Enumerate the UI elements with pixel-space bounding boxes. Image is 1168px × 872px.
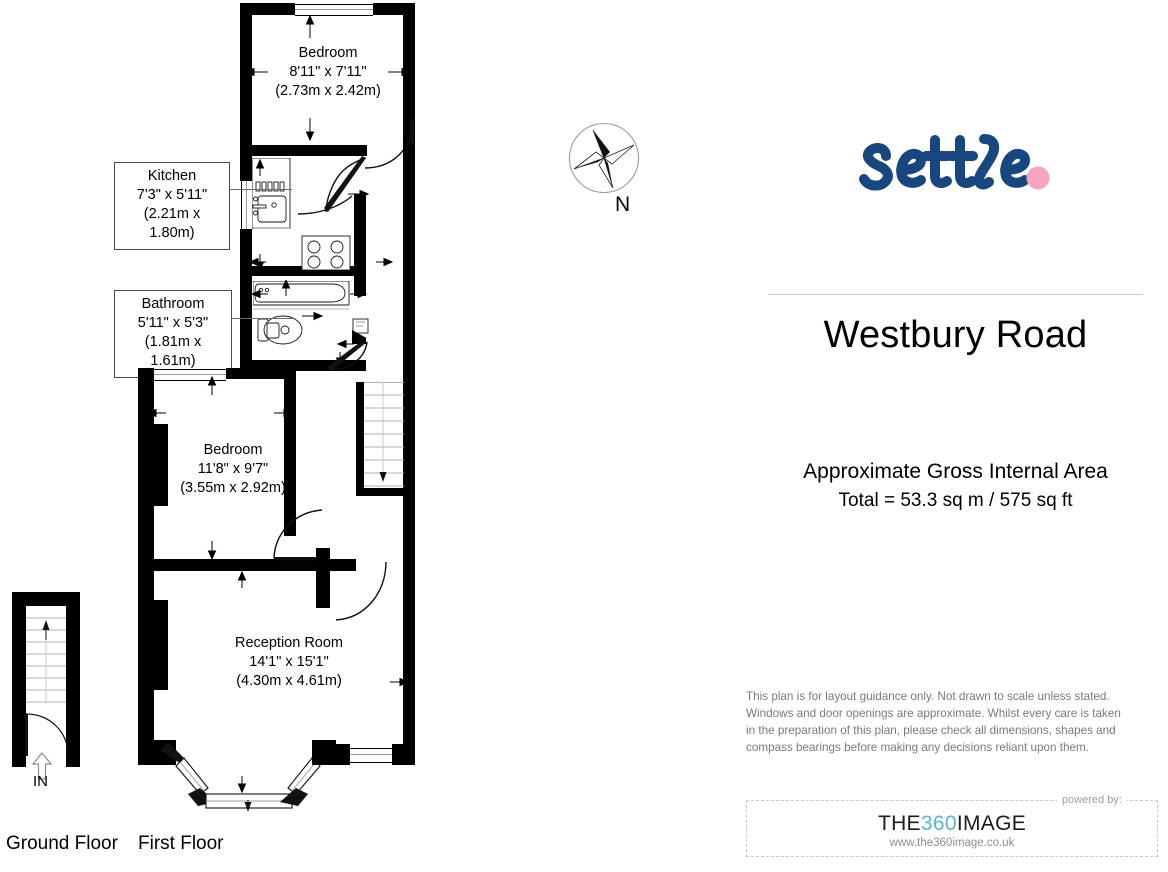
area-total: Total = 53.3 sq m / 575 sq ft — [838, 490, 1073, 511]
bay-window — [160, 742, 336, 812]
room-label-bedroom-1: Bedroom 8'11" x 7'11" (2.73m x 2.42m) — [275, 45, 381, 100]
brand-number: 360 — [920, 812, 957, 835]
window — [295, 4, 373, 16]
the360image-url[interactable]: www.the360image.co.uk — [889, 837, 1015, 849]
powered-by-box — [746, 800, 1158, 857]
wall-segment — [66, 753, 80, 767]
floor-label-ground: Ground Floor — [6, 833, 118, 854]
compass-north-label: N — [615, 193, 631, 216]
callout-leader-line — [230, 189, 292, 190]
window — [154, 369, 226, 381]
wall-segment — [240, 229, 252, 271]
disclaimer-line: Windows and door openings are approximat… — [746, 706, 1121, 720]
window-mullion — [295, 9, 373, 10]
door-swing — [324, 156, 367, 213]
room-callout-kitchen: Kitchen 7'3" x 5'11" (2.21m x 1.80m) — [114, 162, 230, 250]
wall-segment — [392, 744, 415, 765]
entrance-door-swing — [25, 713, 69, 756]
window-mullion — [246, 181, 247, 229]
chimney-breast — [138, 600, 168, 690]
wall-segment — [12, 592, 26, 767]
staircase-first-floor — [364, 382, 404, 487]
window-mullion — [154, 374, 226, 375]
kitchen-fixtures — [252, 158, 351, 270]
wall-segment — [403, 145, 415, 765]
wall-segment — [312, 740, 336, 765]
disclaimer-line: This plan is for layout guidance only. N… — [746, 690, 1110, 703]
entrance-label: IN — [33, 773, 48, 790]
door-swing — [273, 509, 330, 561]
disclaimer-line: compass bearings before making any decis… — [746, 740, 1090, 754]
brand-prefix: THE — [877, 812, 921, 835]
room-label-reception-room: Reception Room 14'1" x 15'1" (4.30m x 4.… — [235, 635, 343, 690]
wall-segment — [356, 488, 404, 496]
door-swing — [364, 119, 414, 169]
property-title: Westbury Road — [823, 314, 1088, 356]
wall-segment — [356, 382, 364, 496]
dimension-arrows — [148, 570, 410, 794]
wall-segment — [240, 266, 366, 276]
compass-rose — [568, 122, 640, 194]
wall-segment — [240, 155, 252, 181]
chimney-breast — [138, 424, 168, 506]
dimension-arrows — [146, 375, 294, 561]
panel-divider — [768, 294, 1143, 295]
dimension-arrows — [250, 280, 368, 366]
room-label-bedroom-2: Bedroom 11'8" x 9'7" (3.55m x 2.92m) — [180, 442, 286, 497]
wall-segment — [354, 194, 366, 272]
powered-by-caption: powered by: — [1057, 794, 1127, 806]
floor-label-first: First Floor — [138, 833, 224, 854]
staircase-ground-floor — [26, 617, 66, 704]
area-heading: Approximate Gross Internal Area — [803, 460, 1108, 483]
entrance-arrow-icon — [31, 752, 53, 780]
wall-segment — [240, 360, 366, 371]
dimension-arrows — [248, 158, 394, 272]
the360image-wordmark: THE360IMAGE — [746, 812, 1158, 836]
settle-logo — [855, 130, 1070, 210]
wall-segment — [354, 276, 366, 296]
wall-segment — [403, 3, 415, 145]
wall-segment — [240, 271, 252, 371]
wall-segment — [349, 145, 367, 156]
window — [350, 748, 403, 763]
wall-segment — [332, 744, 350, 765]
wall-segment — [12, 753, 26, 767]
callout-leader-line — [232, 318, 294, 319]
wall-segment — [226, 368, 284, 379]
brand-suffix: IMAGE — [956, 812, 1027, 835]
door-swing — [335, 561, 387, 621]
wall-segment — [66, 592, 80, 767]
dimension-arrows — [244, 14, 412, 142]
wall-segment — [284, 368, 296, 536]
the360image-logo[interactable]: THE360IMAGE — [746, 812, 1158, 838]
wall-segment — [316, 559, 356, 571]
window-mullion — [350, 754, 403, 755]
door-swing — [297, 195, 353, 215]
wall-segment — [240, 145, 367, 156]
wall-segment — [240, 3, 252, 155]
disclaimer-text: This plan is for layout guidance only. N… — [746, 689, 1158, 757]
room-callout-bathroom: Bathroom 5'11" x 5'3" (1.81m x 1.61m) — [114, 290, 232, 378]
wall-segment — [12, 592, 80, 606]
disclaimer-line: in the preparation of this plan, please … — [746, 723, 1116, 737]
bathroom-fixtures — [253, 281, 369, 345]
door-swing — [327, 340, 368, 371]
wall-segment — [138, 559, 326, 571]
wall-segment — [240, 3, 295, 15]
